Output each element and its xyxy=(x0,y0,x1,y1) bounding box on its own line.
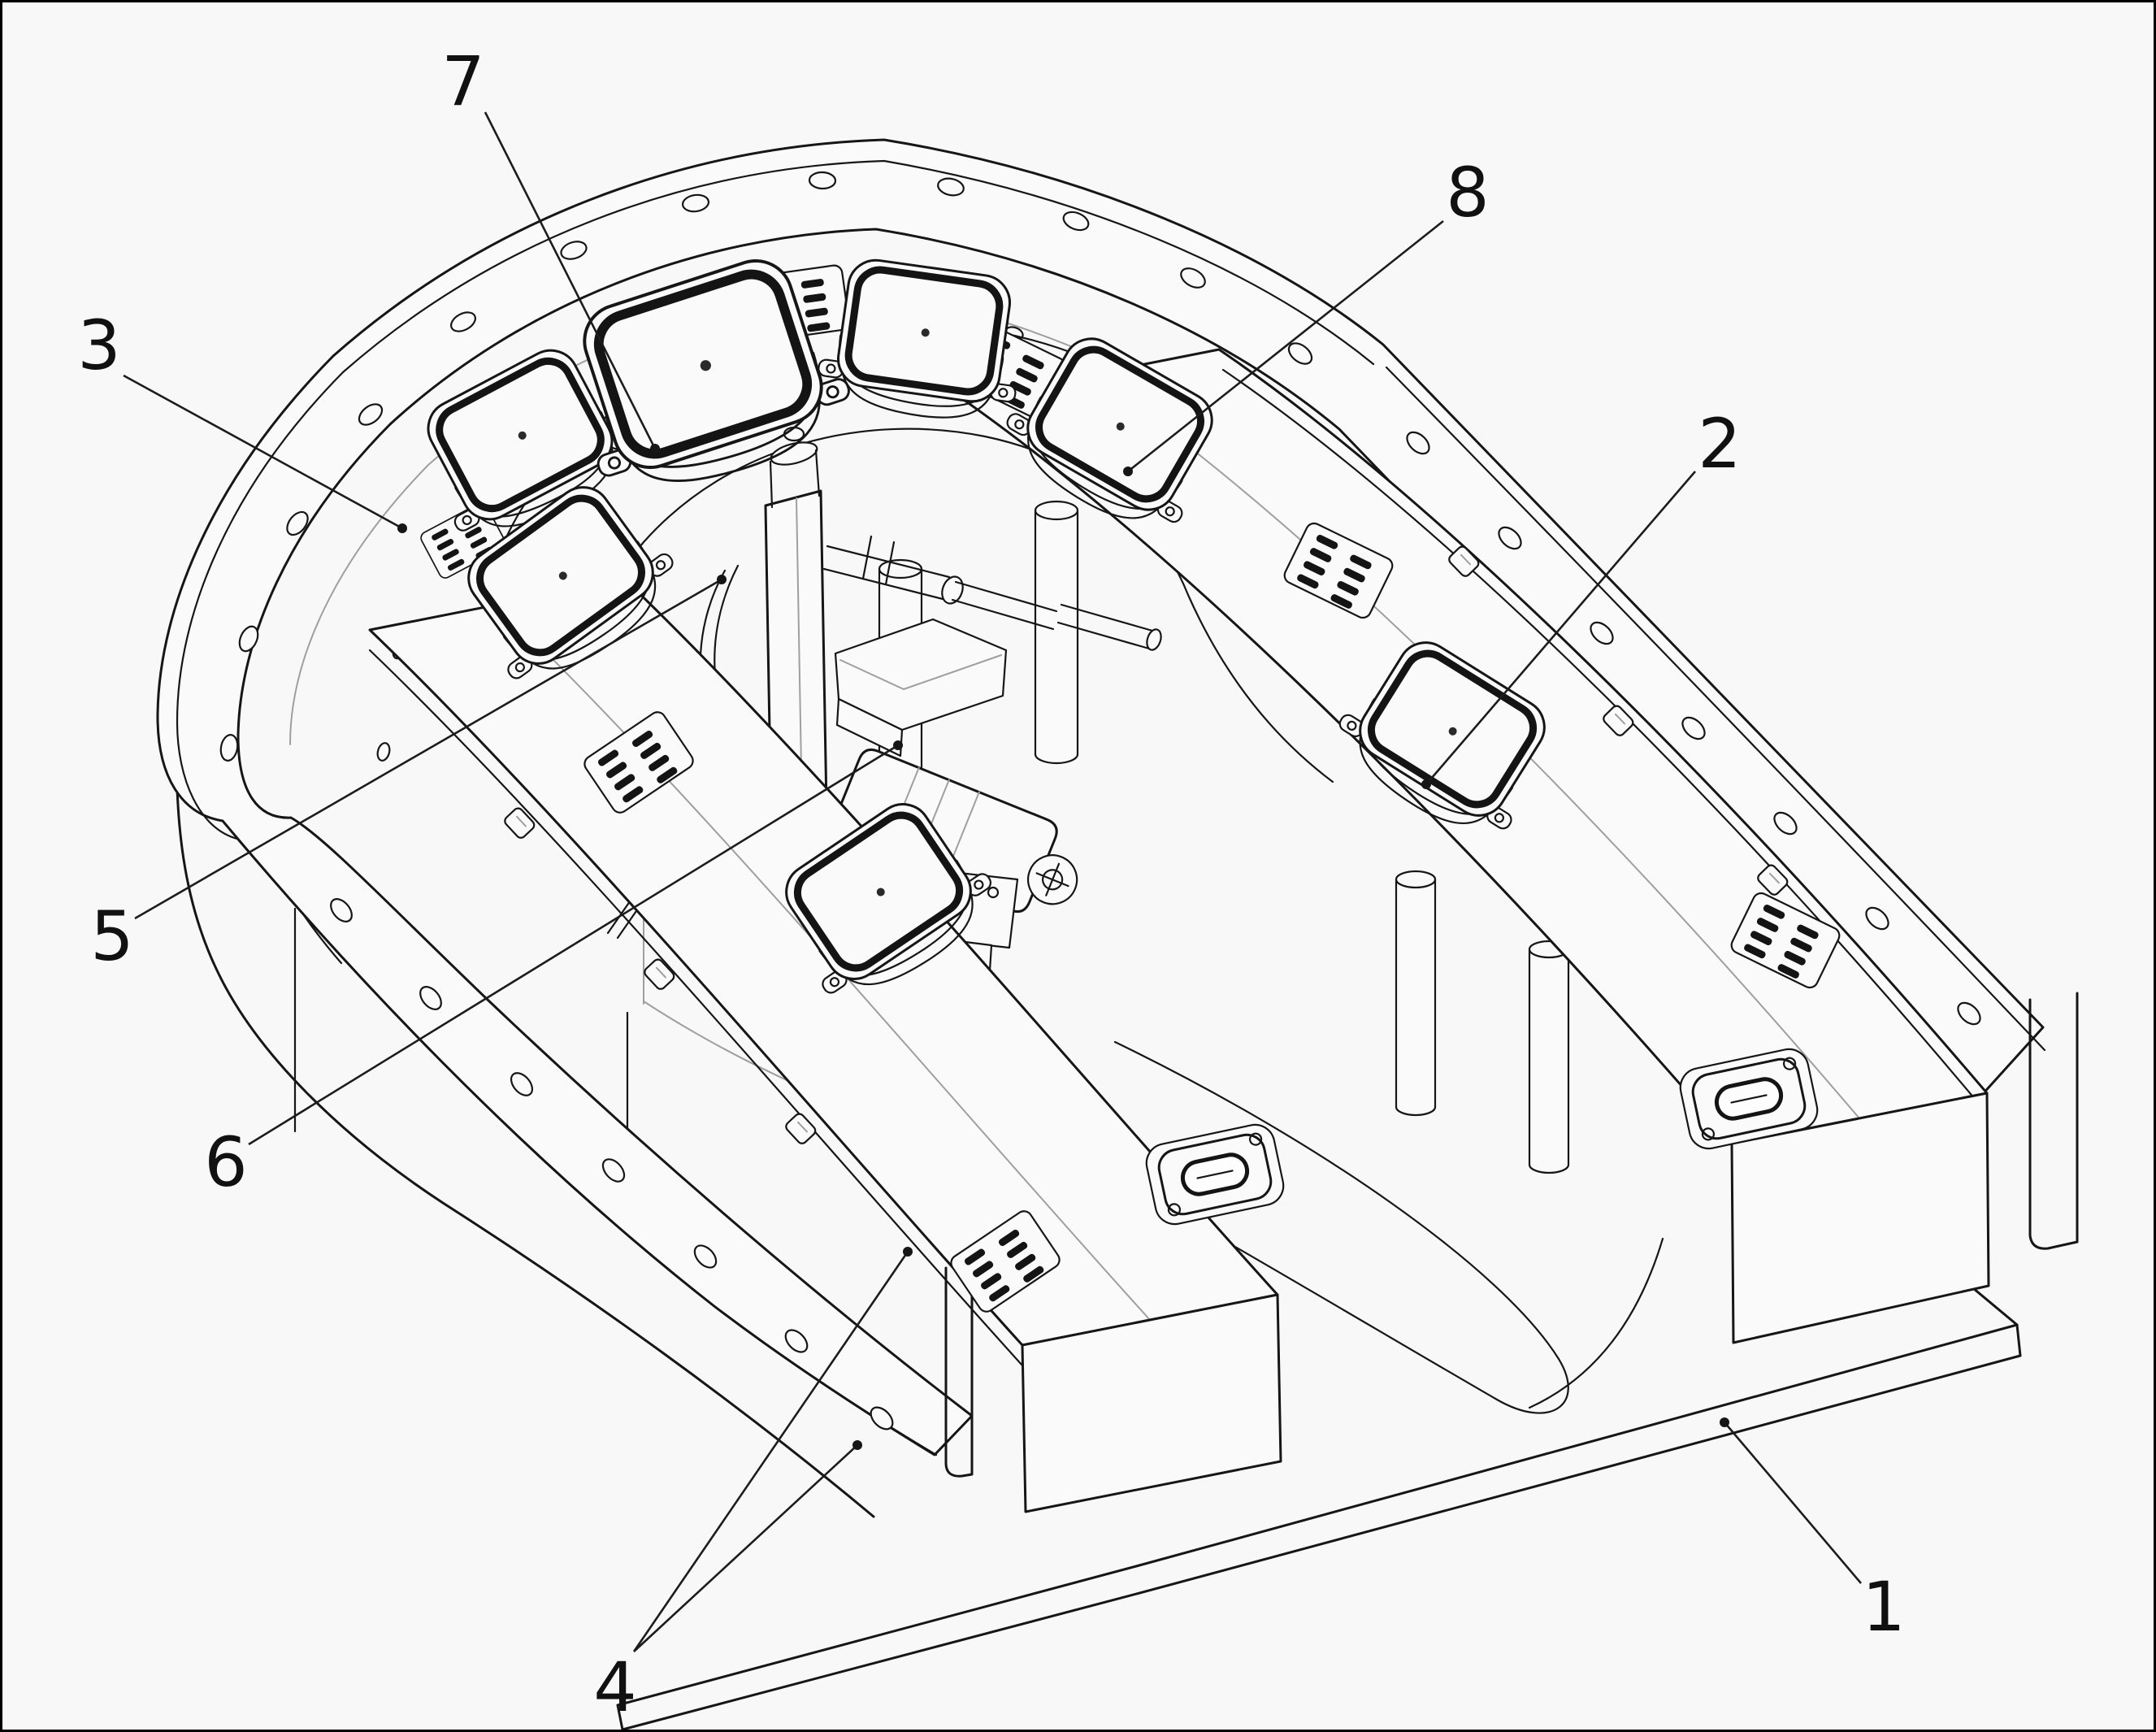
elbow-tube xyxy=(822,535,951,601)
right-rail-skirt xyxy=(1385,366,2046,1052)
module-connectors xyxy=(1143,1045,1820,1227)
extension-tube-end xyxy=(1146,628,1162,651)
callouts: 1 2 3 4 5 6 7 8 xyxy=(77,41,1905,1727)
callout-5-dot-0 xyxy=(717,575,727,584)
left-module-tab xyxy=(501,805,537,841)
callout-6-leader-0 xyxy=(248,744,899,1146)
flange-edge-thickness xyxy=(176,159,1375,1456)
callout-4-leader-0 xyxy=(632,1251,909,1652)
tee-fitting-cap xyxy=(770,441,818,466)
groove-inner-curve xyxy=(1528,1237,1664,1409)
elbow-tube-end xyxy=(941,575,964,605)
callout-8-dot-0 xyxy=(1123,467,1133,476)
right-module-chamfer xyxy=(1221,368,1989,1115)
post-cylinder xyxy=(1395,870,1437,1117)
motor-front-cross xyxy=(1035,862,1069,896)
extension-tube xyxy=(951,580,1154,650)
callout-1-leader-0 xyxy=(1724,1422,1862,1584)
callout-5-label: 5 xyxy=(90,896,133,976)
callout-3-leader-0 xyxy=(123,374,403,530)
bracket-bolt-b xyxy=(987,886,1000,899)
callout-1-dot-0 xyxy=(1720,1417,1729,1427)
base-plate-left-end xyxy=(616,1704,624,1731)
callout-6-dot-0 xyxy=(893,740,903,750)
callout-8-leader-0 xyxy=(1127,219,1444,473)
base-plate-groove xyxy=(1095,1040,1664,1414)
callout-7-label: 7 xyxy=(441,41,484,121)
callout-2-label: 2 xyxy=(1698,404,1741,484)
post-cylinder xyxy=(1034,500,1079,765)
callout-4-dot-1 xyxy=(852,1440,862,1450)
callout-7-leader-0 xyxy=(484,111,657,449)
callout-4-label: 4 xyxy=(593,1647,636,1727)
tee-fitting-sides xyxy=(769,449,821,509)
wall-silhouette xyxy=(175,722,875,1518)
left-rail-end-post xyxy=(944,1262,974,1478)
callout-2-dot-0 xyxy=(1421,779,1431,789)
left-module-chamfer xyxy=(368,649,1024,1367)
callout-4-dot-0 xyxy=(903,1247,913,1257)
callout-1-label: 1 xyxy=(1862,1567,1905,1647)
base-plate xyxy=(616,1266,2022,1731)
right-module-end-face xyxy=(1730,1092,1990,1344)
callout-5-leader-0 xyxy=(134,578,722,920)
left-module-tab xyxy=(783,1111,818,1147)
center-platform xyxy=(834,618,1008,757)
callout-2-leader-0 xyxy=(1425,471,1696,785)
flange-ring xyxy=(156,138,2079,1478)
callout-6-label: 6 xyxy=(204,1122,247,1202)
callout-7-dot-0 xyxy=(650,444,660,454)
left-module-tab xyxy=(641,957,677,992)
post-cylinder xyxy=(1528,940,1570,1174)
base-plate-right-end xyxy=(2015,1323,2022,1357)
platform-front-face xyxy=(835,697,904,757)
left-module-connector xyxy=(1143,1121,1286,1227)
right-rail-end-post xyxy=(2028,992,2079,1250)
base-plate-front-bottom-edge xyxy=(621,1354,2022,1731)
platform-inner-line xyxy=(839,654,1002,691)
callout-4-leader-1 xyxy=(633,1444,858,1652)
callout-3-label: 3 xyxy=(77,306,120,385)
inner-bolt-hole xyxy=(375,740,393,763)
base-plate-front-top-edge xyxy=(616,1323,2019,1707)
left-module-end-face xyxy=(1021,1293,1282,1513)
callout-3-dot-0 xyxy=(397,523,407,533)
callout-8-label: 8 xyxy=(1446,153,1489,232)
assembly-drawing xyxy=(156,138,2079,1731)
bolt-hole xyxy=(808,171,837,190)
groove-outer-curve xyxy=(1095,1040,1569,1414)
